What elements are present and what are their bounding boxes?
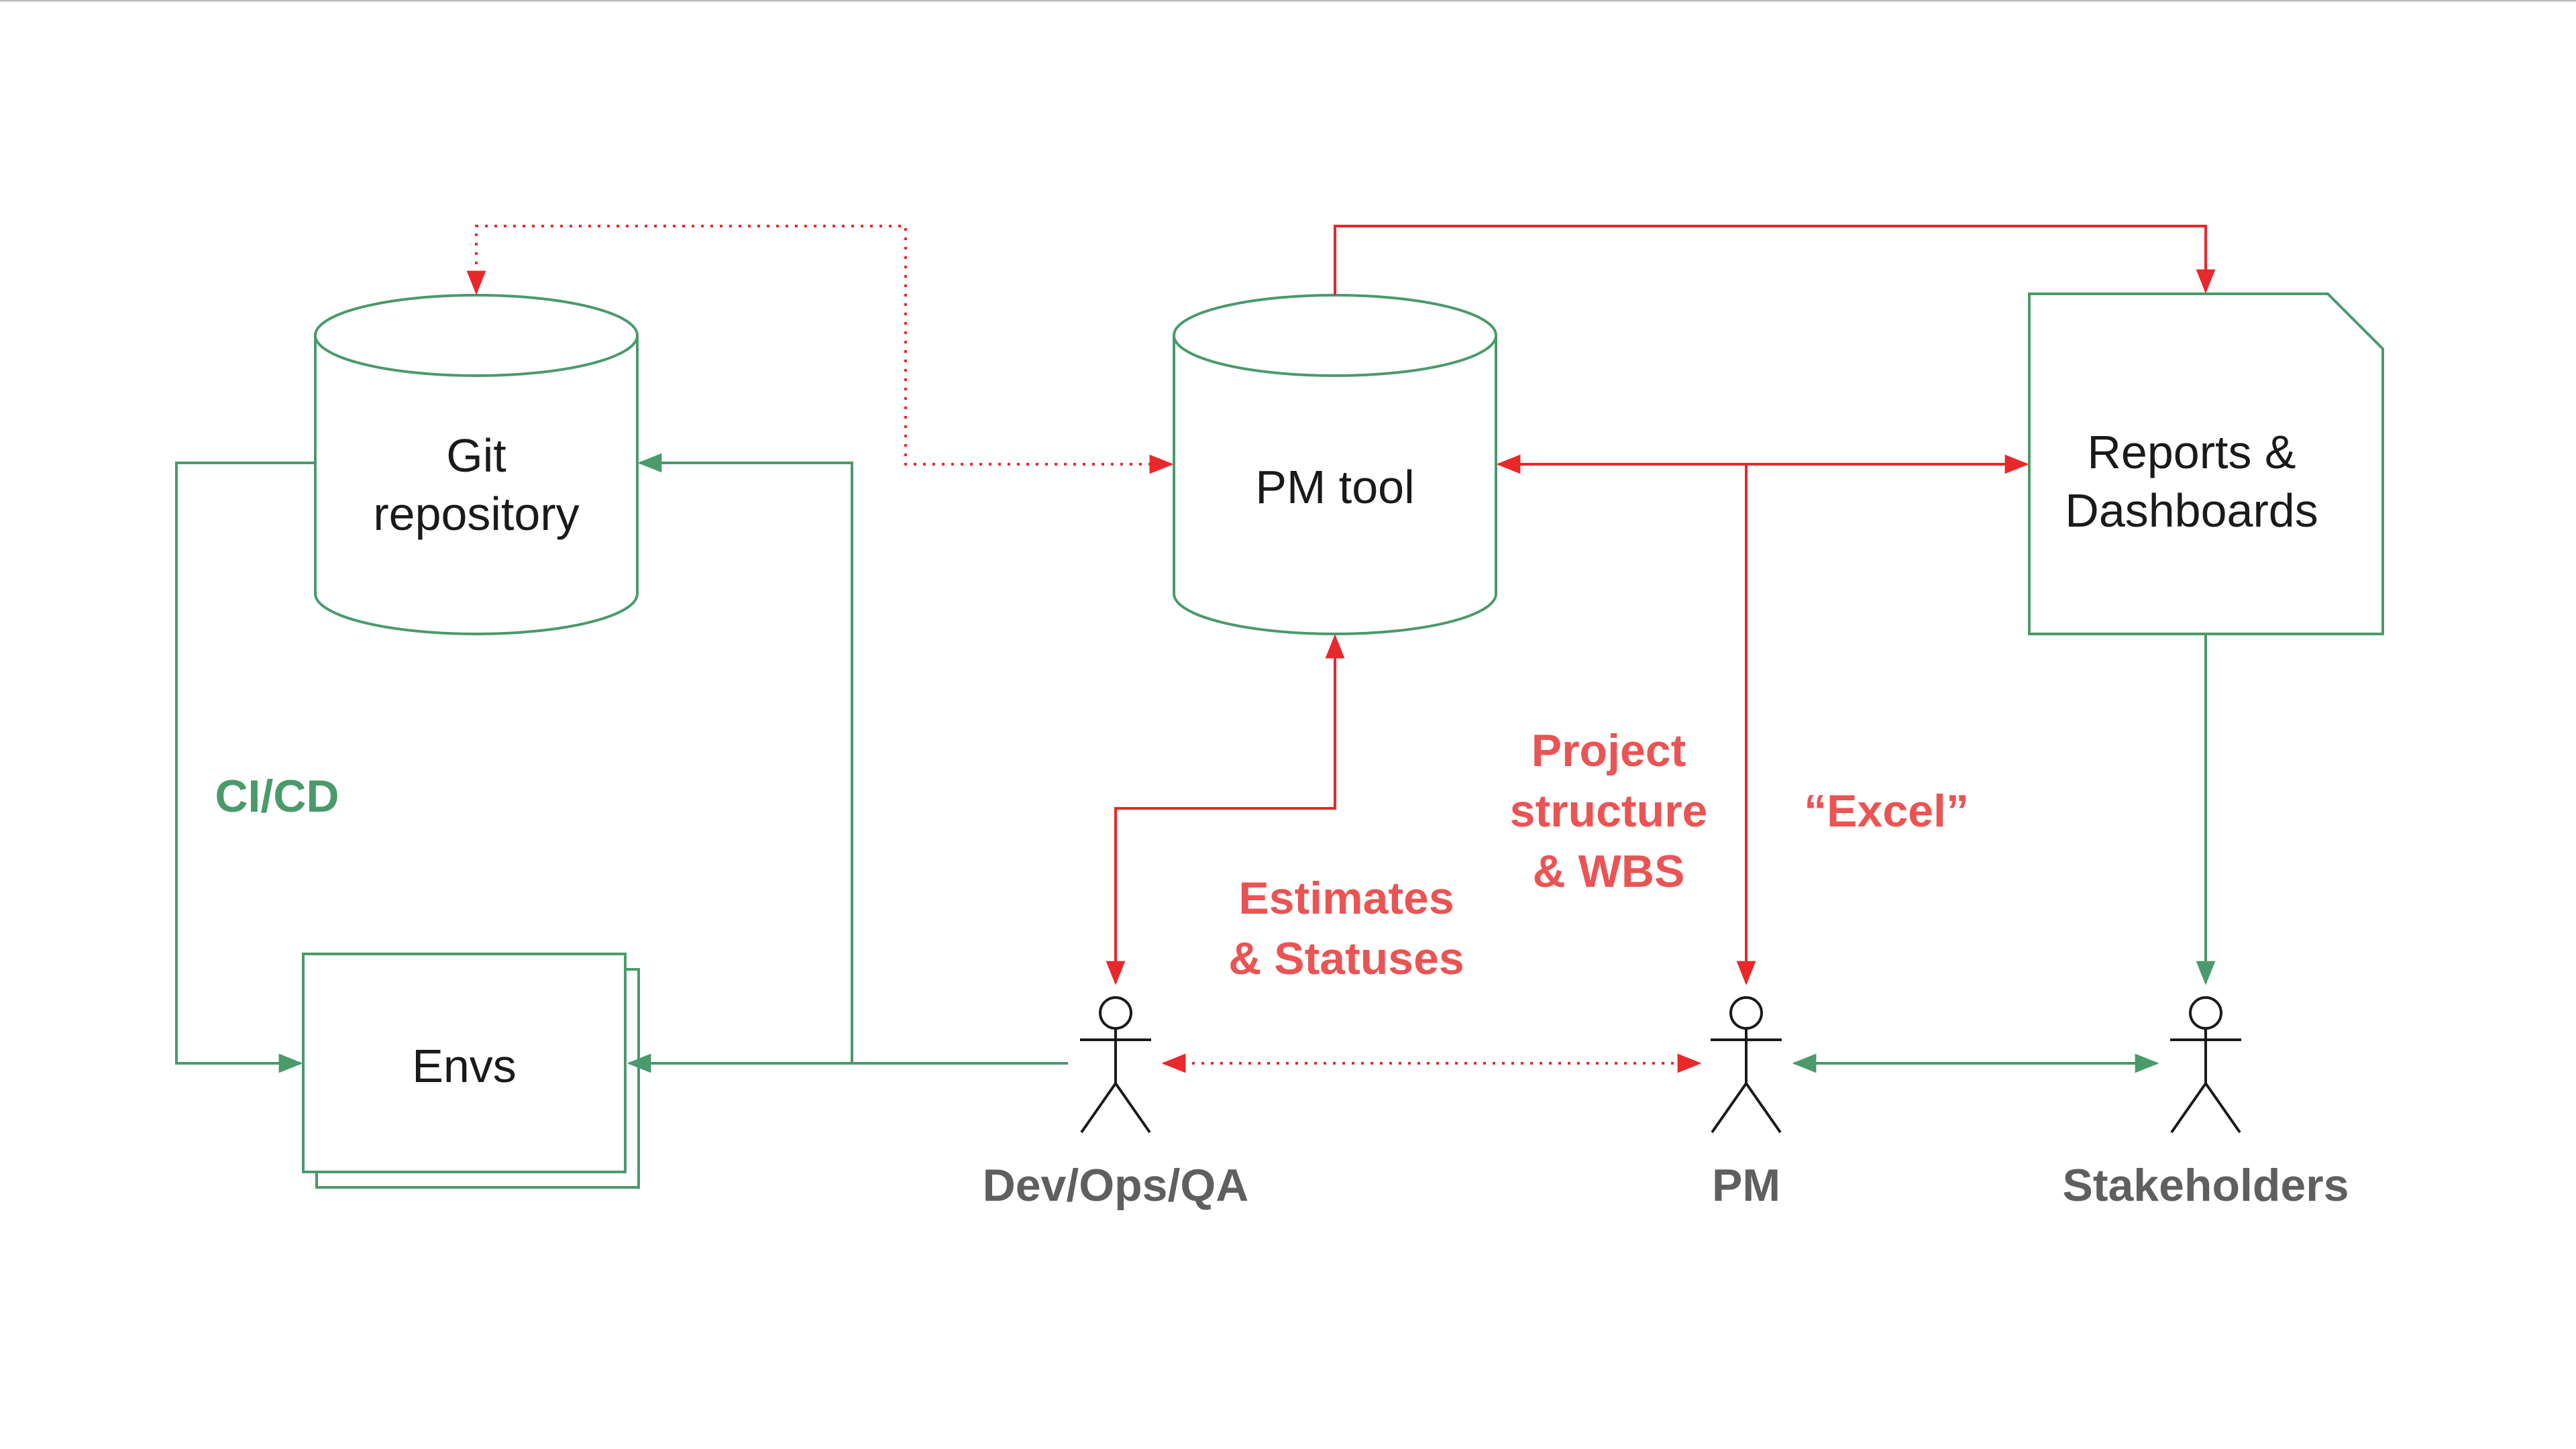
pmtool-to-reports-top-connector	[1334, 225, 2216, 295]
git-repository-label-line2: repository	[373, 488, 579, 540]
dev-to-git-connector	[637, 453, 853, 1063]
project-label-line3: & WBS	[1533, 846, 1685, 897]
git-repository-label-line1: Git	[446, 429, 506, 482]
cicd-label: CI/CD	[215, 771, 339, 822]
estimates-label-line2: & Statuses	[1228, 933, 1464, 984]
dev-actor-label: Dev/Ops/QA	[983, 1160, 1249, 1211]
excel-label: “Excel”	[1804, 786, 1969, 837]
envs-label: Envs	[412, 1040, 517, 1092]
project-label-line1: Project	[1532, 725, 1686, 776]
stakeholders-actor-icon	[2170, 996, 2241, 1134]
envs-front-sheet	[302, 953, 627, 1173]
estimates-label-line1: Estimates	[1238, 873, 1454, 924]
dev-actor-icon	[1080, 996, 1151, 1134]
pm-actor-label: PM	[1712, 1160, 1780, 1211]
reports-label-line2: Dashboards	[2065, 484, 2318, 537]
stakeholders-actor-label: Stakeholders	[2062, 1160, 2349, 1211]
cicd-connector	[175, 462, 315, 1073]
pm-actor-icon	[1711, 996, 1782, 1134]
project-label-line2: structure	[1510, 786, 1708, 837]
envs-node	[302, 953, 640, 1189]
pm-tool-node	[1173, 294, 1497, 635]
dev-pmtool-connector	[1106, 634, 1345, 985]
reports-label-line1: Reports &	[2087, 426, 2296, 478]
reports-dashboards-node	[2028, 292, 2384, 635]
pm-tool-label: PM tool	[1255, 461, 1414, 513]
